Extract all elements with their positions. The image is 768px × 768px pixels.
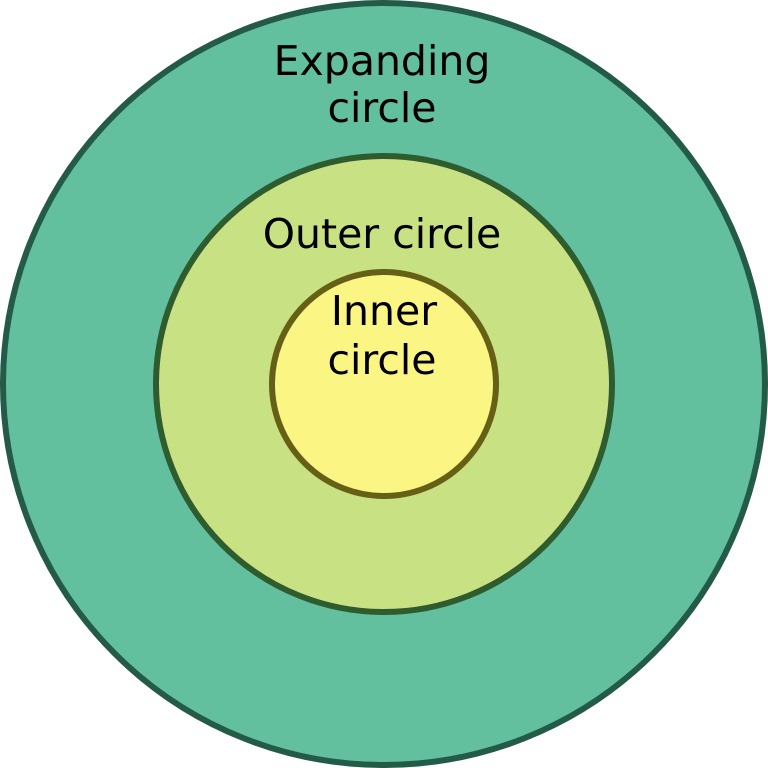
inner-circle-label-line2: circle <box>327 336 436 384</box>
expanding-circle-label-line2: circle <box>327 84 436 132</box>
outer-circle-label: Outer circle <box>263 210 502 258</box>
inner-circle-label-line1: Inner <box>331 287 437 335</box>
expanding-circle-label-line1: Expanding <box>274 37 491 85</box>
inner-circle <box>269 269 499 499</box>
